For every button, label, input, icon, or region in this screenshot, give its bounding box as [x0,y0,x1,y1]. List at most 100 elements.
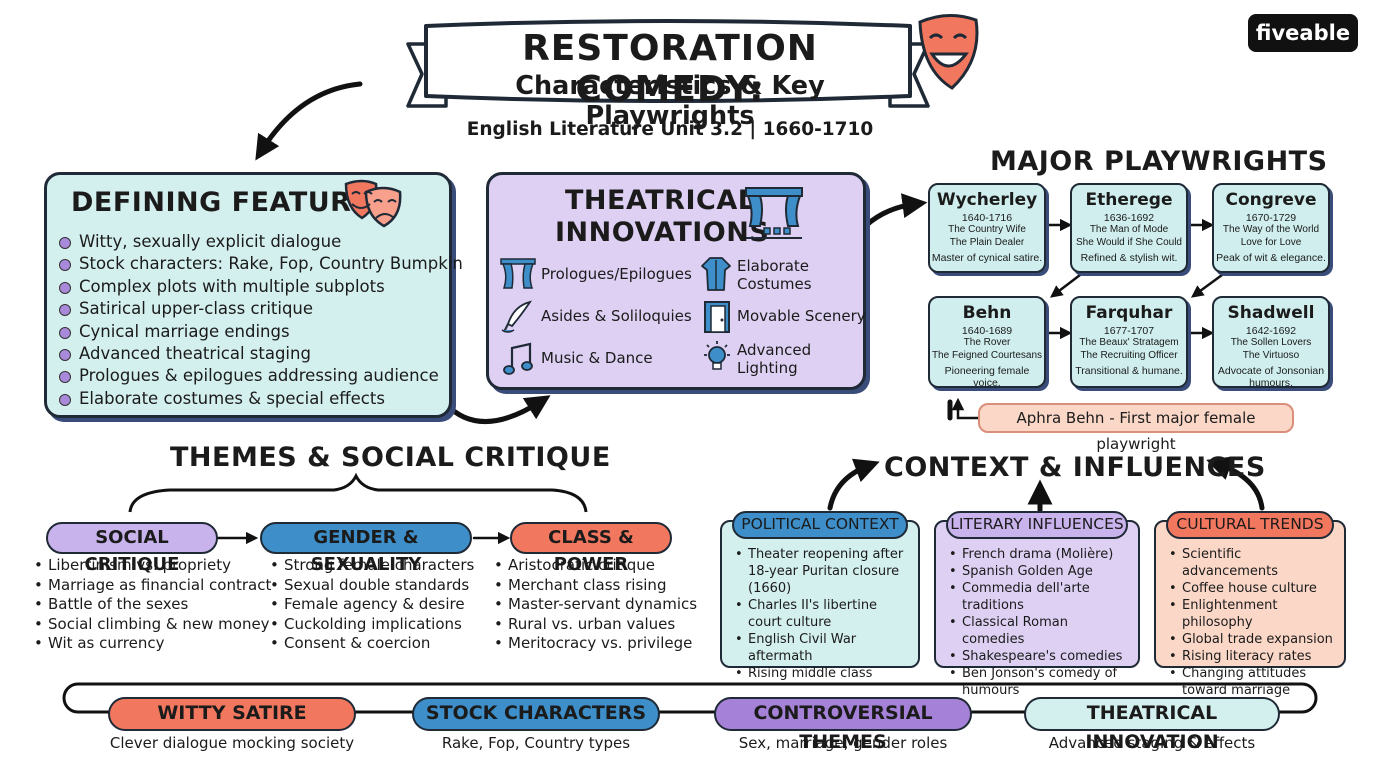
page-subtitle: English Literature Unit 3.2 | 1660-1710 [466,119,874,140]
themes-title: THEMES & SOCIAL CRITIQUE [170,442,611,473]
context-item: Classical Roman comedies [948,614,1132,648]
music-note-icon [503,342,533,375]
playwright-summary: Peak of wit & elegance. [1216,252,1326,264]
playwright-work: The Way of the World [1222,224,1320,235]
innovation-prologues: Prologues/Epilogues [541,265,692,283]
theme-item: Strong female characters [270,556,474,576]
playwright-work: The Feigned Courtesans [931,349,1043,361]
context-item: Shakespeare's comedies [948,648,1132,665]
theme-item: Libertinism vs. propriety [34,556,271,576]
context-item: Ben Jonson's comedy of humours [948,665,1132,699]
context-pill: LITERARY INFLUENCES [946,511,1128,539]
context-item: Theater reopening after 18-year Puritan … [734,546,910,597]
theme-item: Consent & coercion [270,634,474,654]
playwright-dates: 1636-1692 [1103,212,1155,224]
theatrical-innovations-card: THEATRICAL INNOVATIONS [486,172,866,390]
playwright-work: The Plain Dealer [949,236,1025,248]
playwright-work: The Sollen Lovers [1230,337,1312,348]
curtain-icon [500,258,536,289]
door-icon [704,301,730,333]
theme-list: Libertinism vs. proprietyMarriage as fin… [34,556,271,654]
playwright-name: Farquhar [1085,303,1173,323]
context-item: Global trade expansion [1168,631,1340,648]
innovation-music: Music & Dance [541,349,653,367]
summary-caption: Sex, marriage, gender roles [738,734,948,752]
playwright-work: The Recruiting Officer [1080,349,1178,361]
playwright-summary: Pioneering female voice. [944,365,1030,389]
theme-list: Aristocratic critiqueMerchant class risi… [494,556,697,654]
playwright-dates: 1670-1729 [1245,212,1297,224]
feature-item: Cynical marriage endings [57,321,463,343]
context-item: Spanish Golden Age [948,563,1132,580]
playwright-name: Etherege [1085,190,1173,210]
feature-item: Elaborate costumes & special effects [57,388,463,410]
playwright-work: She Would if She Could [1076,236,1182,248]
theme-item: Marriage as financial contract [34,576,271,596]
context-pill: POLITICAL CONTEXT [732,511,908,539]
comedy-mask-icon [918,14,979,90]
summary-pill: STOCK CHARACTERS [412,697,660,731]
context-list: French drama (Molière)Spanish Golden Age… [948,546,1132,699]
context-pill: CULTURAL TRENDS [1166,511,1334,539]
theme-item: Aristocratic critique [494,556,697,576]
theme-item: Master-servant dynamics [494,595,697,615]
title-banner [406,19,930,108]
theme-pill: GENDER & SEXUALITY [260,522,472,575]
playwright-summary: Refined & stylish wit. [1080,252,1178,264]
theme-item: Rural vs. urban values [494,615,697,635]
playwright-work: The Country Wife [948,224,1026,235]
context-list: Scientific advancementsCoffee house cult… [1168,546,1340,699]
innovation-costumes: Elaborate Costumes [737,257,812,293]
theme-pill: SOCIAL CRITIQUE [46,522,218,575]
playwright-dates: 1640-1689 [961,325,1013,337]
summary-caption: Rake, Fop, Country types [441,734,631,752]
behn-note: Aphra Behn - First major female playwrig… [978,403,1294,453]
context-item: Rising literacy rates [1168,648,1340,665]
theme-item: Cuckolding implications [270,615,474,635]
playwright-summary: Advocate of Jonsonian humours. [1217,365,1325,389]
innovation-lighting: Advanced Lighting [737,341,812,377]
feature-item: Witty, sexually explicit dialogue [57,231,463,253]
theme-item: Battle of the sexes [34,595,271,615]
feature-item: Complex plots with multiple subplots [57,276,463,298]
theme-item: Merchant class rising [494,576,697,596]
context-list: Theater reopening after 18-year Puritan … [734,546,910,682]
playwright-work: Love for Love [1240,236,1302,248]
summary-caption: Clever dialogue mocking society [109,734,355,752]
playwright-summary: Transitional & humane. [1075,365,1183,377]
theme-item: Sexual double standards [270,576,474,596]
page-title: RESTORATION COMEDY: [522,28,818,110]
playwright-name: Behn [962,303,1012,323]
context-item: French drama (Molière) [948,546,1132,563]
playwright-name: Wycherley [936,190,1038,210]
fiveable-logo: fiveable [1248,14,1358,52]
playwright-name: Congreve [1225,190,1317,210]
feature-item: Stock characters: Rake, Fop, Country Bum… [57,253,463,275]
quill-icon [501,300,533,333]
playwright-name: Shadwell [1227,303,1315,323]
playwright-dates: 1642-1692 [1245,325,1297,337]
context-item: Charles II's libertine court culture [734,597,910,631]
context-title: CONTEXT & INFLUENCES [884,452,1266,483]
theme-item: Wit as currency [34,634,271,654]
lightbulb-icon [704,341,730,370]
theatrical-innovations-title: THEATRICAL [565,185,756,216]
innovation-scenery: Movable Scenery [737,307,866,325]
context-item: Changing attitudes toward marriage [1168,665,1340,699]
summary-caption: Advanced staging & effects [1048,734,1256,752]
context-item: Enlightenment philosophy [1168,597,1340,631]
context-item: Rising middle class [734,665,910,682]
theme-pill: CLASS & POWER [510,522,672,575]
theme-item: Social climbing & new money [34,615,271,635]
playwright-dates: 1677-1707 [1103,325,1155,337]
context-item: Scientific advancements [1168,546,1340,580]
feature-item: Satirical upper-class critique [57,298,463,320]
defining-features-title: DEFINING FEATURES [71,187,391,218]
costume-icon [701,257,731,291]
playwright-summary: Master of cynical satire. [931,252,1043,264]
